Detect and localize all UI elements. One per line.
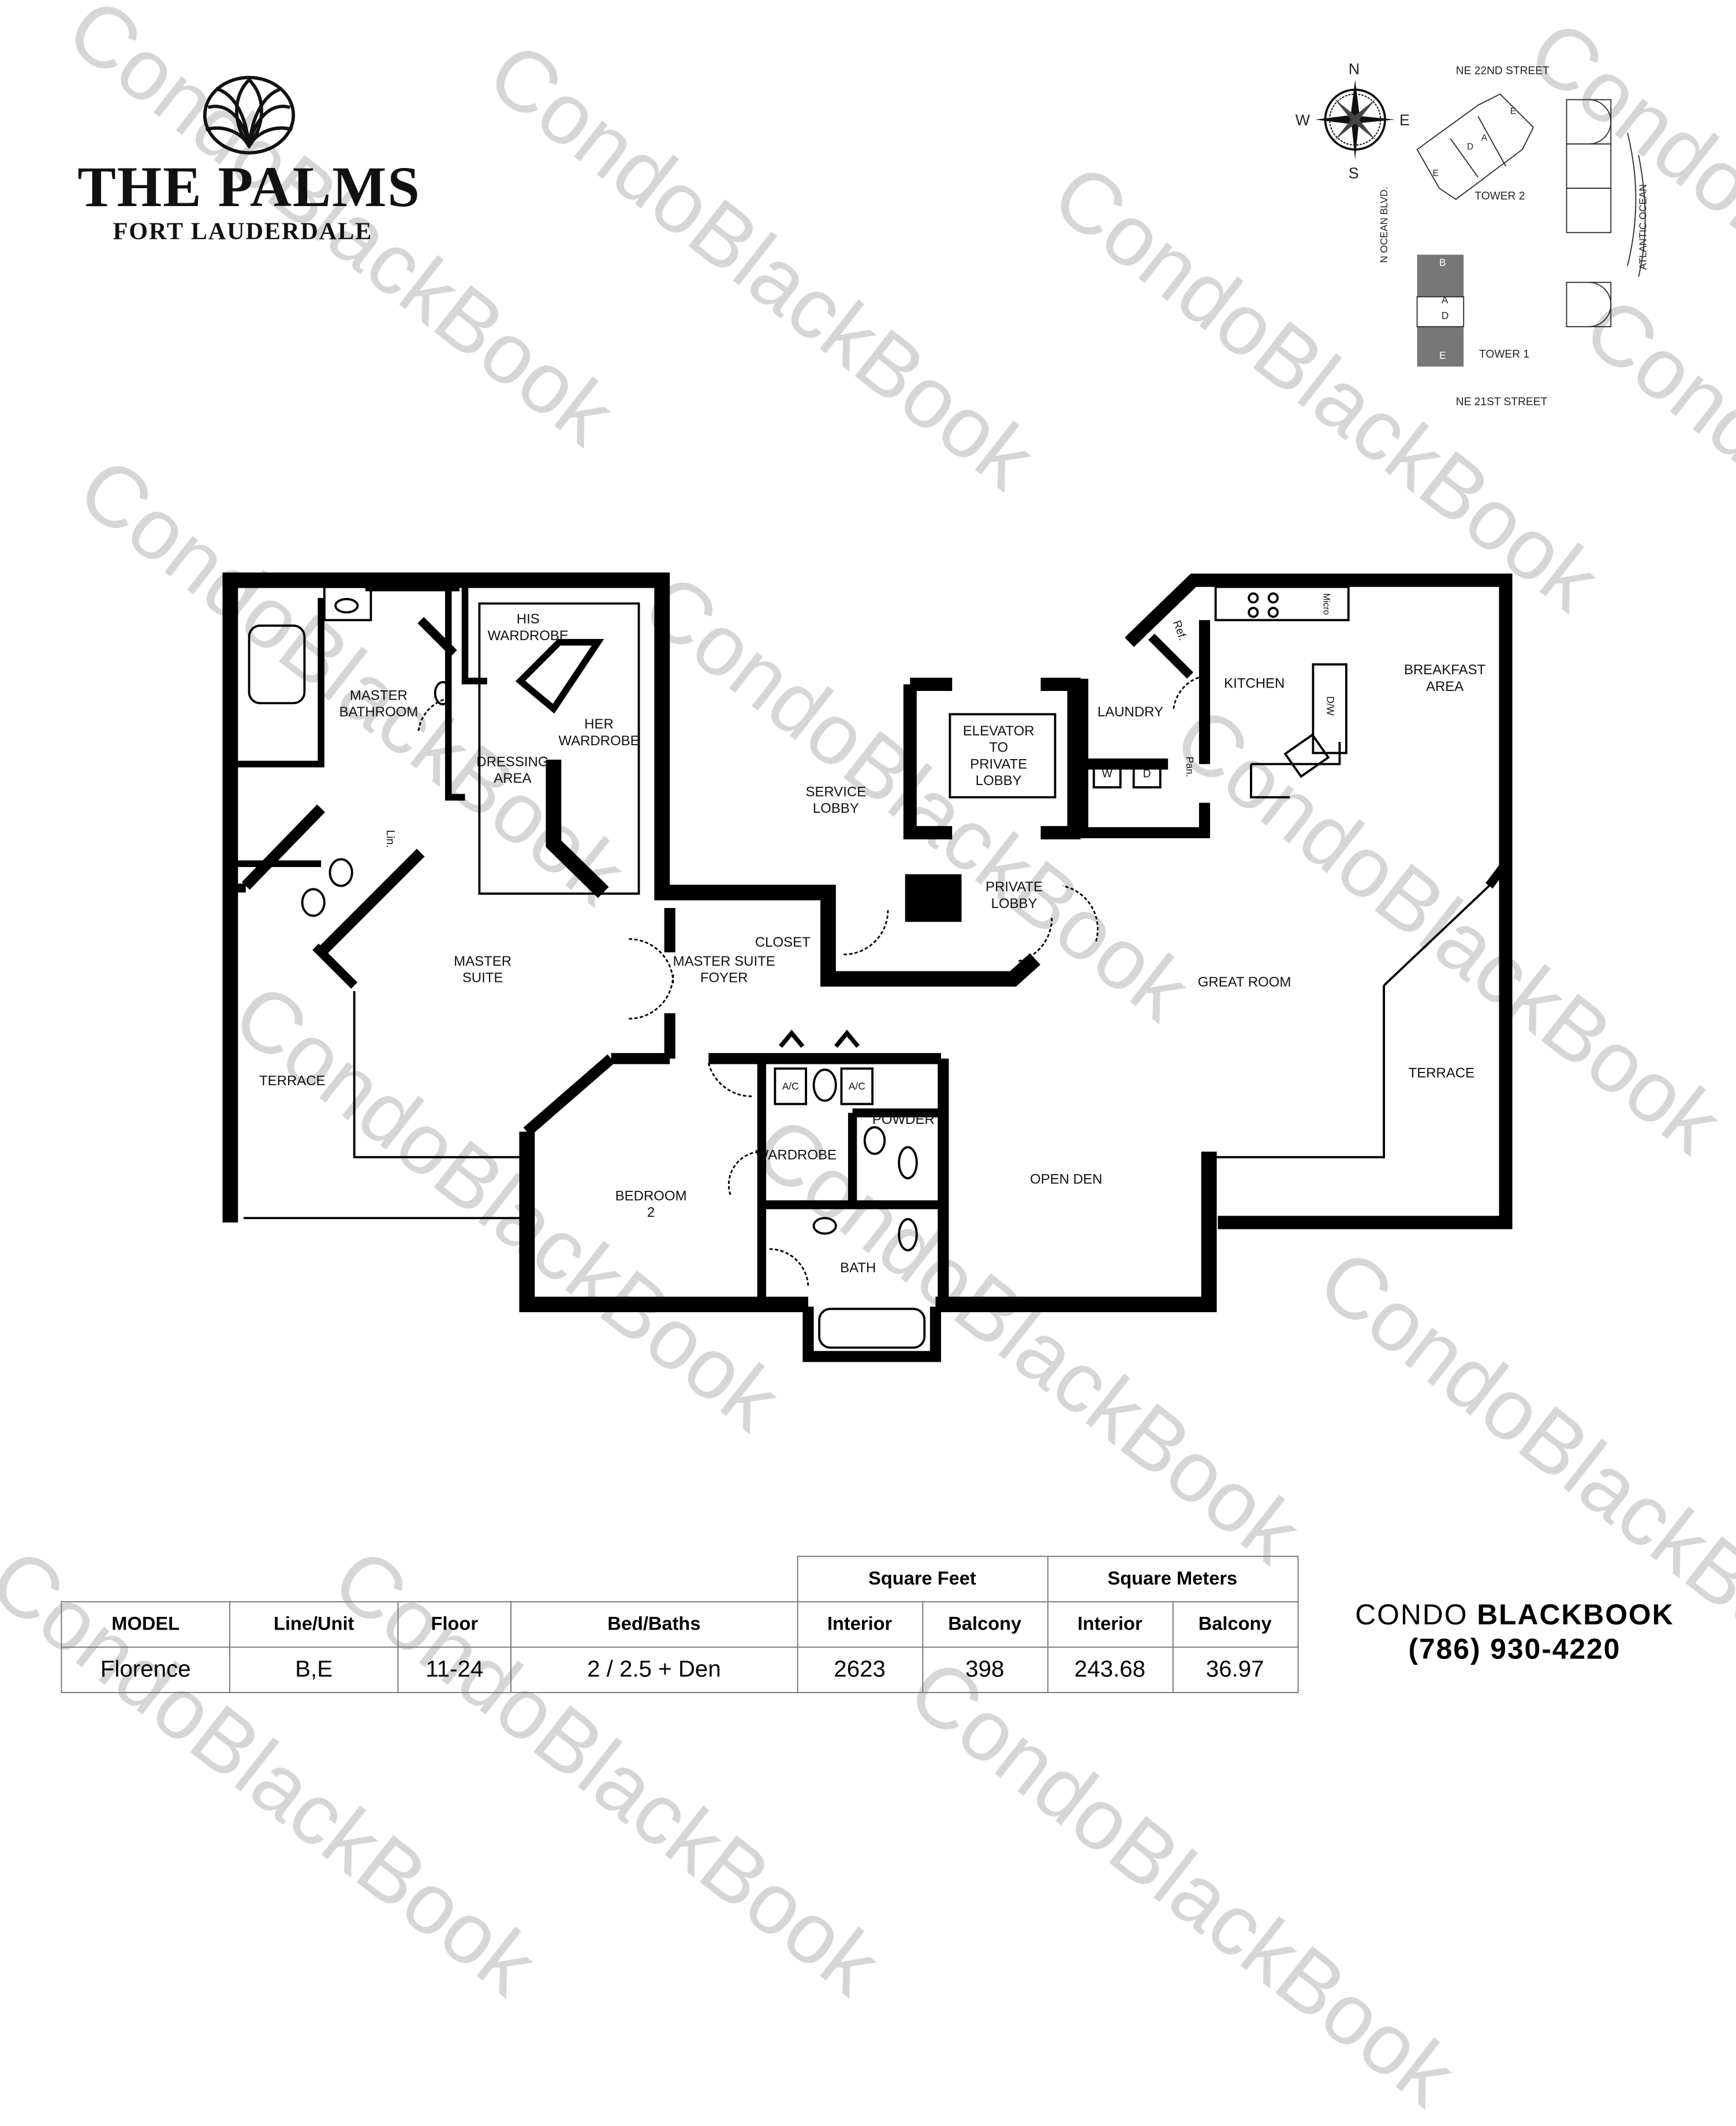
tower2-unit-a: A <box>1481 133 1488 143</box>
cell-floor: 11-24 <box>397 1646 512 1694</box>
street-south: NE 21ST STREET <box>1455 396 1548 409</box>
room-lin: Lin. <box>383 830 396 848</box>
col-bed-baths: Bed/Baths <box>510 1601 798 1648</box>
room-dressing-area: DRESSING AREA <box>476 754 549 786</box>
room-master-bathroom: MASTER BATHROOM <box>339 688 419 720</box>
tower1-unit-e: E <box>1439 350 1446 361</box>
tower2-unit-e2: E <box>1510 106 1516 117</box>
tower1-unit-b: B <box>1439 257 1446 268</box>
room-laundry: LAUNDRY <box>1097 704 1164 720</box>
room-kitchen: KITCHEN <box>1224 675 1285 692</box>
compass-n: N <box>1348 59 1360 78</box>
col-model: MODEL <box>61 1601 230 1648</box>
room-elevator: ELEVATOR TO PRIVATE LOBBY <box>962 723 1035 789</box>
group-square-meters: Square Meters <box>1047 1556 1298 1602</box>
site-plan-map <box>1416 93 1646 367</box>
room-closet: CLOSET <box>755 935 811 950</box>
fixture-pantry: Pan. <box>1184 756 1196 778</box>
contact-phone[interactable]: (786) 930-4220 <box>1408 1632 1621 1666</box>
compass-s: S <box>1348 163 1359 182</box>
col-sqm-balcony: Balcony <box>1171 1601 1298 1648</box>
contact-name-bold: BLACKBOOK <box>1477 1598 1674 1631</box>
col-sqft-interior: Interior <box>796 1601 923 1648</box>
room-service-lobby: SERVICE LOBBY <box>805 784 867 816</box>
tower2-unit-e: E <box>1432 168 1439 178</box>
room-his-wardrobe: HIS WARDROBE <box>487 611 569 644</box>
tower1-label: TOWER 1 <box>1479 349 1530 361</box>
brand-title: THE PALMS <box>77 156 421 219</box>
room-powder: POWDER <box>872 1111 935 1127</box>
compass-e: E <box>1399 110 1410 129</box>
cell-sqft-interior: 2623 <box>796 1646 923 1694</box>
room-private-lobby: PRIVATE LOBBY <box>985 879 1043 911</box>
col-sqft-balcony: Balcony <box>921 1601 1048 1648</box>
brand-subtitle: FORT LAUDERDALE <box>113 216 373 245</box>
col-line-unit: Line/Unit <box>229 1601 399 1648</box>
cell-line-unit: B,E <box>229 1646 399 1694</box>
street-north: NE 22ND STREET <box>1455 65 1550 78</box>
cell-sqft-balcony: 398 <box>921 1646 1048 1694</box>
fixture-washer: W <box>1102 768 1112 781</box>
contact-block: CONDO BLACKBOOK (786) 930-4220 <box>1326 1598 1703 1667</box>
palm-flower-logo <box>203 76 296 155</box>
tower2-unit-d: D <box>1466 141 1474 152</box>
col-floor: Floor <box>397 1601 512 1648</box>
cell-bed-baths: 2 / 2.5 + Den <box>510 1646 798 1694</box>
room-terrace-right: TERRACE <box>1408 1065 1475 1081</box>
tower2-label: TOWER 2 <box>1474 190 1525 203</box>
compass-w: W <box>1295 110 1311 129</box>
cell-sqm-interior: 243.68 <box>1047 1646 1173 1694</box>
room-bath: BATH <box>840 1260 876 1276</box>
tower1-unit-a: A <box>1441 294 1448 306</box>
spec-table: Square Feet Square Meters MODEL Line/Uni… <box>61 1556 1298 1694</box>
fixture-micro: Micro <box>1321 593 1332 615</box>
room-open-den: OPEN DEN <box>1030 1171 1103 1187</box>
table-row: Florence B,E 11-24 2 / 2.5 + Den 2623 39… <box>61 1646 1298 1694</box>
room-master-suite: MASTER SUITE <box>454 953 512 986</box>
cell-model: Florence <box>61 1646 230 1694</box>
room-great-room: GREAT ROOM <box>1197 974 1291 990</box>
room-master-suite-foyer: MASTER SUITE FOYER <box>673 953 775 986</box>
fixture-dw: D/W <box>1324 696 1336 716</box>
fixture-ac: A/C <box>782 1081 799 1092</box>
room-breakfast-area: BREAKFAST AREA <box>1403 662 1486 694</box>
compass-rose-icon <box>1315 80 1395 160</box>
room-her-wardrobe: HER WARDROBE <box>558 716 640 749</box>
tower1-unit-d: D <box>1441 310 1449 322</box>
fixture-dryer: D <box>1143 768 1151 781</box>
fixture-ac: A/C <box>848 1081 865 1092</box>
cell-sqm-balcony: 36.97 <box>1171 1646 1298 1694</box>
room-terrace-left: TERRACE <box>259 1073 326 1089</box>
room-wardrobe: WARDROBE <box>755 1147 837 1163</box>
room-bedroom-2: BEDROOM 2 <box>615 1188 687 1220</box>
floor-plan <box>222 572 1513 1362</box>
contact-name-light: CONDO <box>1355 1598 1468 1631</box>
col-sqm-interior: Interior <box>1047 1601 1173 1648</box>
group-square-feet: Square Feet <box>796 1556 1048 1602</box>
